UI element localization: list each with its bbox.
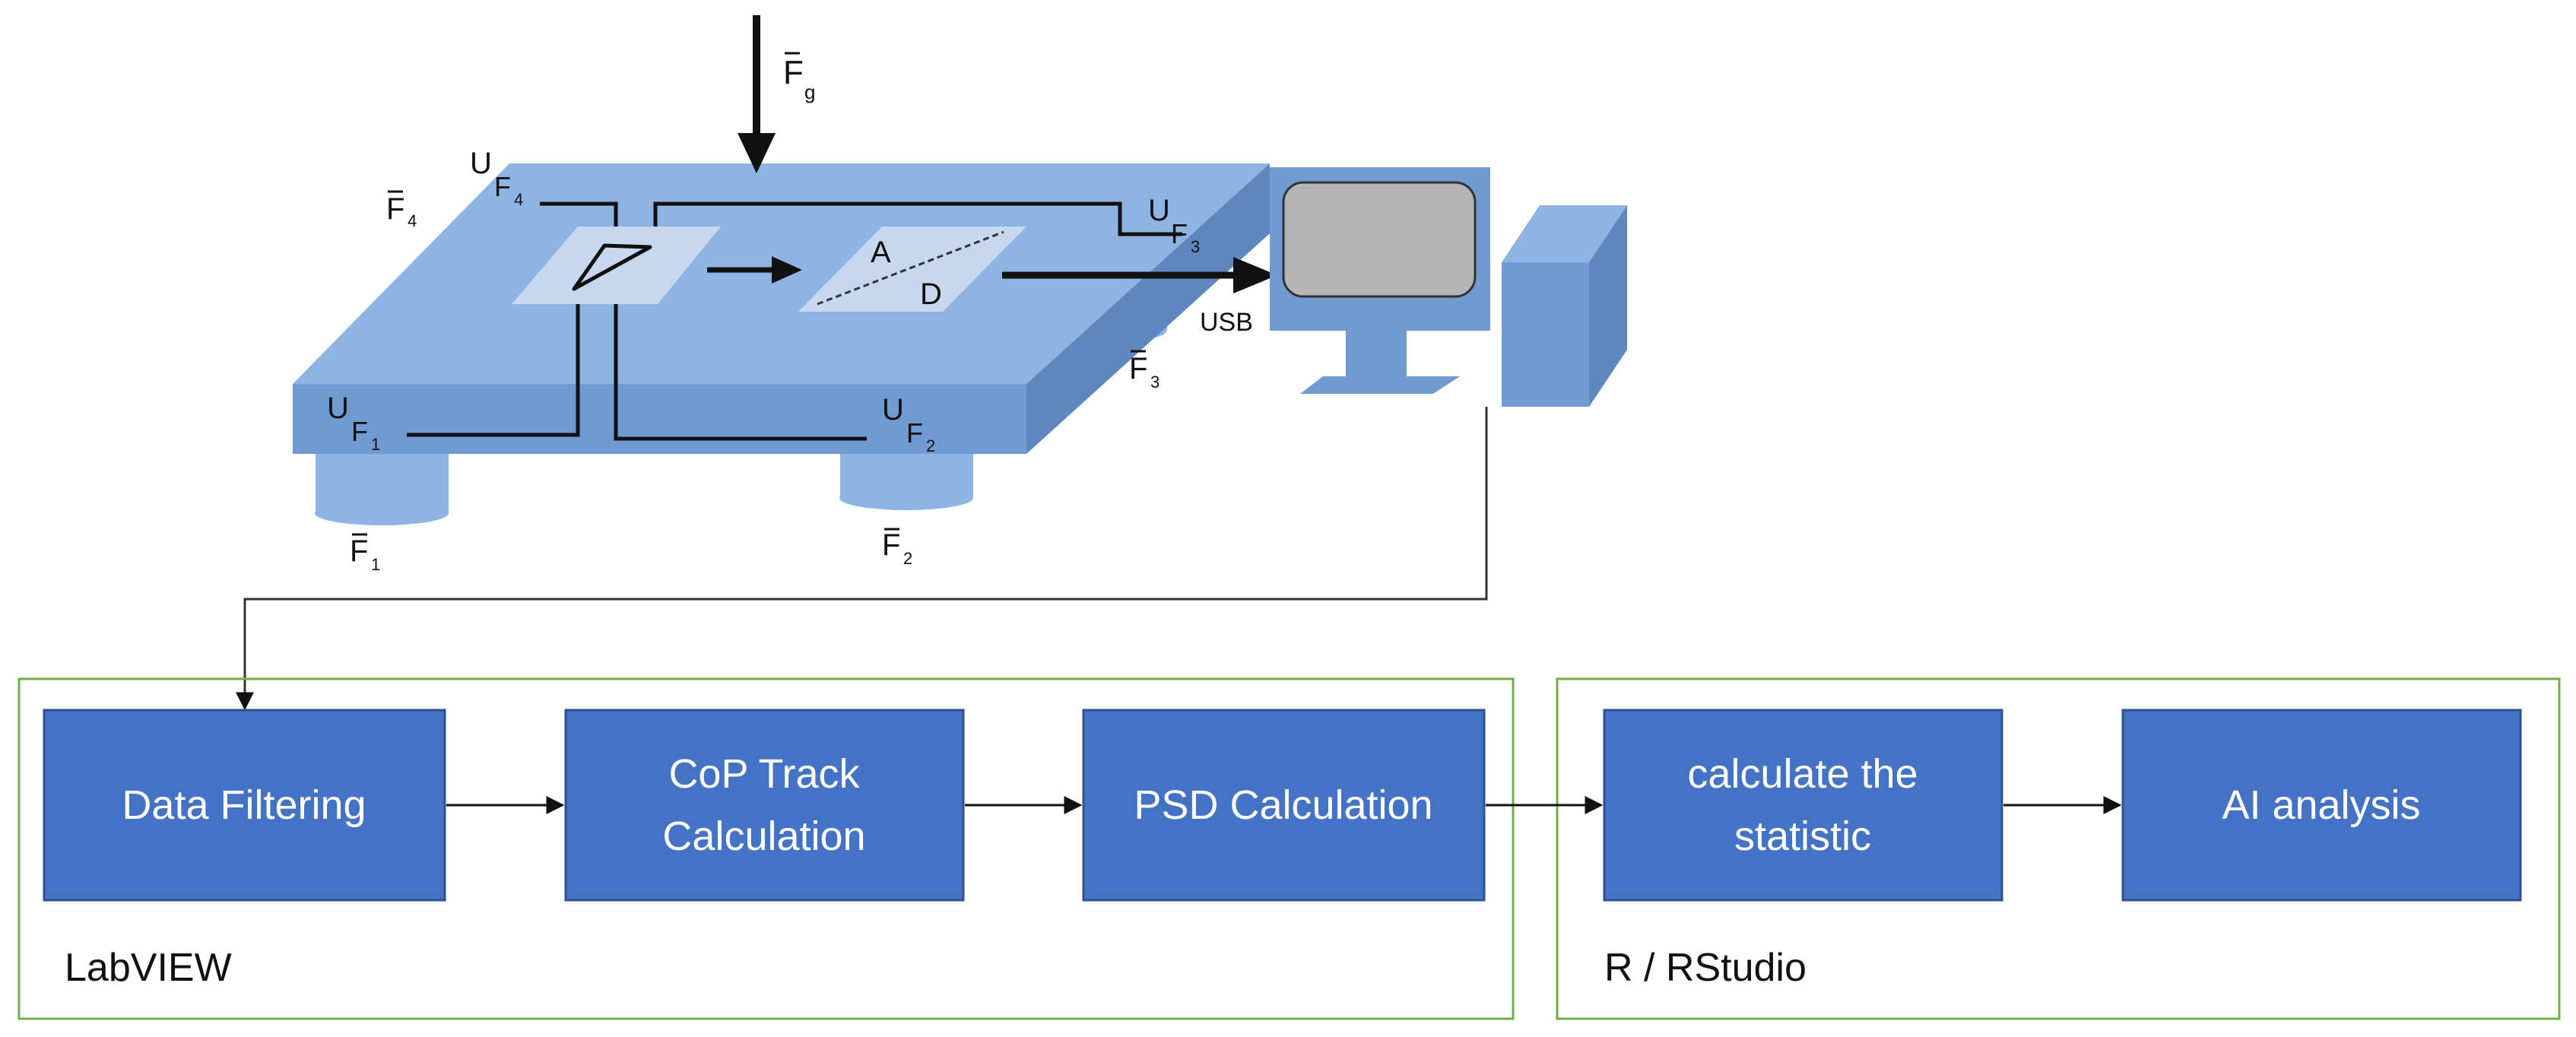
svg-text:3: 3: [1191, 237, 1200, 256]
svg-text:4: 4: [408, 211, 417, 230]
svg-text:1: 1: [371, 435, 380, 454]
svg-text:g: g: [804, 81, 815, 103]
svg-text:calculate the: calculate the: [1687, 751, 1918, 797]
svg-text:PSD Calculation: PSD Calculation: [1134, 782, 1432, 828]
monitor-icon: [1270, 167, 1490, 394]
force-plate: A D USB F g: [293, 15, 1277, 574]
uf4-label: U F 4: [470, 147, 523, 209]
svg-text:U: U: [882, 393, 904, 427]
gravity-force-arrow: [738, 15, 776, 173]
svg-text:F: F: [494, 171, 511, 202]
usb-label: USB: [1200, 308, 1253, 337]
foot-2: [839, 452, 973, 510]
svg-text:Data Filtering: Data Filtering: [122, 782, 366, 828]
amp-to-adc-arrow: [707, 256, 802, 284]
uf1-label: U F 1: [327, 392, 380, 454]
box-psd-calculation: PSD Calculation: [1082, 709, 1486, 902]
box-cop-track-calculation: CoP Track Calculation: [564, 709, 965, 902]
svg-text:2: 2: [926, 436, 935, 455]
rstudio-group: [1556, 677, 2561, 1020]
amplifier-triangle-icon: [572, 243, 652, 291]
ad-diagonal: [817, 230, 1004, 306]
svg-text:statistic: statistic: [1734, 813, 1871, 859]
labview-group: [17, 677, 1515, 1020]
rstudio-group-label: R / RStudio: [1604, 946, 1807, 990]
svg-text:1: 1: [371, 555, 380, 574]
svg-text:F: F: [882, 528, 900, 562]
labview-group-label: LabVIEW: [65, 946, 232, 990]
fg-label: F g: [783, 52, 815, 103]
svg-text:F: F: [783, 54, 804, 91]
f4-label: F 4: [386, 190, 417, 230]
f1-label: F 1: [350, 533, 380, 574]
ad-converter-module: A D: [798, 227, 1026, 312]
box-calculate-statistic: calculate the statistic: [1603, 709, 2003, 902]
svg-text:AI analysis: AI analysis: [2222, 782, 2420, 828]
sensor-wires: [407, 201, 1182, 441]
adc-a-label: A: [871, 236, 891, 269]
box-ai-analysis: AI analysis: [2121, 709, 2522, 902]
svg-text:F: F: [351, 416, 368, 447]
svg-text:4: 4: [514, 190, 523, 209]
svg-text:F: F: [350, 534, 368, 568]
usb-arrow: [1002, 257, 1277, 293]
svg-text:Calculation: Calculation: [662, 813, 865, 859]
svg-text:U: U: [1148, 194, 1170, 227]
svg-text:CoP Track: CoP Track: [668, 751, 860, 797]
amplifier-module: [512, 227, 721, 304]
plate-side: [1026, 163, 1270, 454]
adc-d-label: D: [920, 277, 942, 311]
computer: [1270, 167, 1627, 407]
computer-to-pipeline-connector: [236, 407, 1488, 711]
svg-text:2: 2: [903, 549, 912, 568]
foot-1: [315, 452, 449, 525]
f2-label: F 2: [882, 528, 912, 568]
uf2-label: U F 2: [882, 393, 935, 455]
svg-text:3: 3: [1150, 373, 1160, 392]
box-data-filtering: Data Filtering: [43, 709, 446, 902]
svg-text:U: U: [327, 392, 349, 425]
pc-tower-icon: [1502, 205, 1627, 407]
svg-text:F: F: [386, 192, 404, 226]
svg-text:F: F: [906, 417, 923, 449]
svg-text:F: F: [1129, 352, 1147, 385]
uf3-label: U F 3: [1148, 194, 1200, 256]
svg-text:U: U: [470, 147, 492, 180]
f3-label: F 3: [1129, 350, 1160, 392]
svg-text:F: F: [1171, 218, 1188, 249]
